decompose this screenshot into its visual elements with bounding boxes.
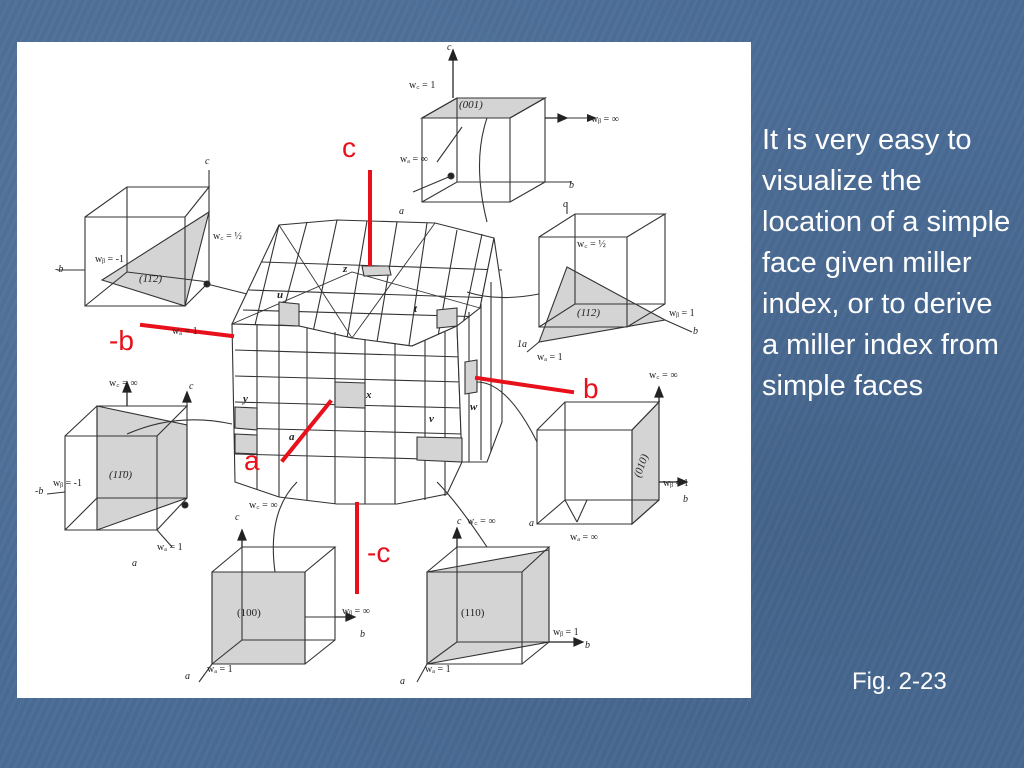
cube-001-wb: wᵦ = ∞ [591,114,619,125]
cube-1-10-a: a [132,558,137,569]
cube-1-10-wa: wₐ = 1 [157,542,183,553]
cube-010-b: b [683,494,688,505]
cube-100-wa: wₐ = 1 [207,664,233,675]
face-label-y: y [241,393,248,405]
axis-neg-c-label: -c [367,537,390,568]
cube-11-2-wb: wᵦ = -1 [95,254,124,265]
cube-11-2-negb: -b [55,264,63,275]
axis-a-line [280,399,333,463]
cube-110 [416,481,577,683]
cube-001-a: a [399,206,404,217]
cube-11-2-c: c [205,156,210,167]
face-label-u: u [277,289,283,301]
cube-11-2-wc: w꜀ = ½ [213,231,242,242]
face-label-t: t [414,303,418,315]
slide-body-text: It is very easy to visualize the locatio… [762,124,1011,402]
cube-001 [412,50,587,223]
cube-010-a: a [529,518,534,529]
cube-112-face-label: (112) [577,307,600,319]
cube-001-face-label: (001) [459,99,483,111]
cube-112-wa: wₐ = 1 [537,352,563,363]
axis-b-label: b [583,373,599,404]
cube-010-wb: wᵦ = 1 [663,478,689,489]
face-label-z: z [342,263,348,275]
cube-110-wa: wₐ = 1 [425,664,451,675]
axis-neg-b-line [139,322,235,339]
cube-1-10-negb: -b [35,486,43,497]
cube-112-wb: wᵦ = 1 [669,308,695,319]
crystal-diagram: c -b b a -c z u t x y v w a (001) c w꜀ =… [35,42,698,687]
central-crystal [231,219,503,505]
cube-100-c: c [235,512,240,523]
face-label-a: a [289,431,295,443]
cube-010-wa: wₐ = ∞ [570,532,598,543]
cube-11-2-face-label: (11̄2) [139,273,162,285]
cube-110-b: b [585,640,590,651]
cube-010-wc: w꜀ = ∞ [649,370,677,381]
cube-001-wc: w꜀ = 1 [409,80,435,91]
face-label-x: x [365,389,372,401]
cube-001-c: c [447,42,452,53]
face-label-w: w [470,401,478,413]
cube-100-face-label: (100) [237,607,261,619]
cube-11-2-wa: wₐ = 1 [172,326,198,337]
cube-110-c: c [457,516,462,527]
cube-100-wb: wᵦ = ∞ [342,606,370,617]
cube-110-wc: w꜀ = ∞ [467,516,495,527]
cube-1-10 [46,387,233,548]
cube-11-2 [57,170,248,307]
axis-neg-b-label: -b [109,325,134,356]
cube-112 [466,202,693,353]
axis-c-label: c [342,132,356,163]
cube-1-10-face-label: (11̄0) [109,469,132,481]
cube-100-a: a [185,671,190,682]
cube-112-c: c [563,199,568,210]
cube-112-b: b [693,326,698,337]
cube-100 [198,481,352,683]
cube-1-10-wc: w꜀ = ∞ [109,378,137,389]
cube-010 [476,381,682,526]
crystal-diagram-panel: c -b b a -c z u t x y v w a (001) c w꜀ =… [17,42,751,698]
cube-110-a: a [400,676,405,687]
cube-100-b: b [360,629,365,640]
cube-100-wc: w꜀ = ∞ [249,500,277,511]
axis-a-label: a [244,445,260,476]
axis-b-line [474,375,575,395]
face-label-v: v [429,413,434,425]
cube-110-wb: wᵦ = 1 [553,627,579,638]
figure-caption: Fig. 2-23 [852,668,947,695]
cube-1-10-c: c [189,381,194,392]
cube-112-wc: w꜀ = ½ [577,239,606,250]
cube-112-a: 1a [517,339,527,350]
cube-001-wa: wₐ = ∞ [400,154,428,165]
cube-1-10-wb: wᵦ = -1 [53,478,82,489]
cube-110-face-label: (110) [461,607,485,619]
cube-001-b: b [569,180,574,191]
